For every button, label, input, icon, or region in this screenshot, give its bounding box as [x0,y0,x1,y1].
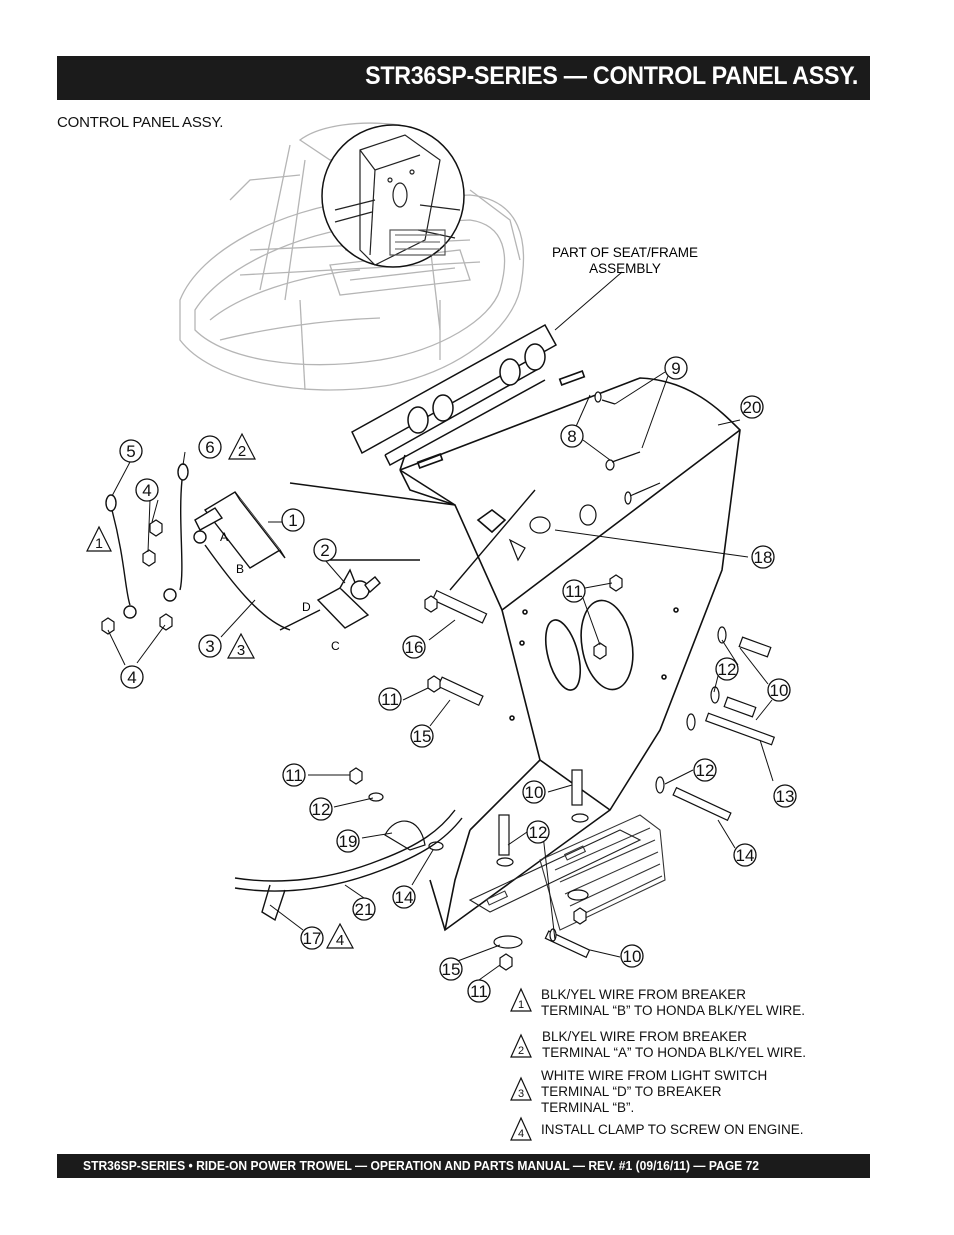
note-1-line2: TERMINAL “B” TO HONDA BLK/YEL WIRE. [541,1003,805,1018]
callout-11-bottom: 11 [470,982,488,1001]
callout-12-mid: 12 [696,761,715,780]
callout-4-bottom: 4 [127,668,136,687]
flag-2: 2 [238,443,246,460]
note-flag-3: 3 [518,1088,524,1100]
callout-10-bottom: 10 [623,947,642,966]
circuit-breaker [194,491,286,569]
callout-17: 17 [303,929,322,948]
frame-label-line1: PART OF SEAT/FRAME [552,245,698,260]
leader-lines [107,271,774,981]
callout-16: 16 [405,638,424,657]
frame-label-line2: ASSEMBLY [589,261,661,276]
note-flag-1: 1 [518,999,524,1011]
callout-21: 21 [355,900,374,919]
callout-6: 6 [205,438,214,457]
callout-19: 19 [339,832,358,851]
callout-18: 18 [754,548,773,567]
callouts [119,356,797,1003]
terminal-label-c: C [331,639,340,653]
wire-harness [234,809,463,922]
callout-8: 8 [567,427,576,446]
callout-12-right: 12 [718,660,737,679]
wiring [105,463,536,631]
hardware-fasteners [101,391,776,971]
note-2-line2: TERMINAL “A” TO HONDA BLK/YEL WIRE. [542,1045,806,1060]
note-flag-2: 2 [518,1045,524,1057]
callout-10-grille: 10 [525,783,544,802]
callout-14-right: 14 [736,846,755,865]
notes: BLK/YEL WIRE FROM BREAKER TERMINAL “B” T… [541,987,806,1137]
flag-3: 3 [237,642,245,659]
footer-bar: STR36SP-SERIES • RIDE-ON POWER TROWEL — … [57,1154,870,1178]
footer-text: STR36SP-SERIES • RIDE-ON POWER TROWEL — … [83,1158,760,1173]
callout-13: 13 [776,787,795,806]
flag-1: 1 [95,535,103,551]
callout-numbers: 9 20 8 18 1 2 5 4 6 4 3 11 16 11 15 12 1… [126,359,794,1001]
callout-15-upper: 15 [413,727,432,746]
title-bar: STR36SP-SERIES — CONTROL PANEL ASSY. [57,56,870,100]
callout-20: 20 [743,398,762,417]
note-4-line1: INSTALL CLAMP TO SCREW ON ENGINE. [541,1122,804,1137]
terminal-label-d: D [302,600,311,614]
note-1-line1: BLK/YEL WIRE FROM BREAKER [541,987,746,1002]
callout-15-lower: 15 [442,960,461,979]
callout-12-grille: 12 [529,823,548,842]
callout-12-left: 12 [312,800,331,819]
seat-frame-tube [351,323,558,467]
flag-4: 4 [336,932,344,949]
callout-11-panel: 11 [565,582,583,601]
callout-11-left: 11 [381,690,399,709]
callout-5: 5 [126,442,135,461]
terminal-label-a: A [220,530,228,544]
section-label: CONTROL PANEL ASSY. [57,114,224,131]
note-flag-numbers: 1 2 3 4 1 2 3 4 [95,443,524,1140]
detail-inset-circle [321,124,465,268]
callout-9: 9 [671,359,680,378]
note-3-line1: WHITE WIRE FROM LIGHT SWITCH [541,1068,767,1083]
note-3-line3: TERMINAL “B”. [541,1100,634,1115]
callout-2: 2 [320,541,329,560]
callout-14-left: 14 [395,888,414,907]
note-2-line1: BLK/YEL WIRE FROM BREAKER [542,1029,747,1044]
note-3-line2: TERMINAL “D” TO BREAKER [541,1084,722,1099]
callout-1: 1 [288,511,297,530]
note-flags [86,432,532,1141]
terminal-label-b: B [236,562,244,576]
callout-10-right: 10 [770,681,789,700]
callout-4-top: 4 [142,481,151,500]
callout-11-lower: 11 [285,766,303,785]
page-title: STR36SP-SERIES — CONTROL PANEL ASSY. [365,62,858,90]
grille [468,814,666,931]
light-switch [316,568,381,629]
note-flag-4: 4 [518,1128,524,1140]
callout-3: 3 [205,637,214,656]
